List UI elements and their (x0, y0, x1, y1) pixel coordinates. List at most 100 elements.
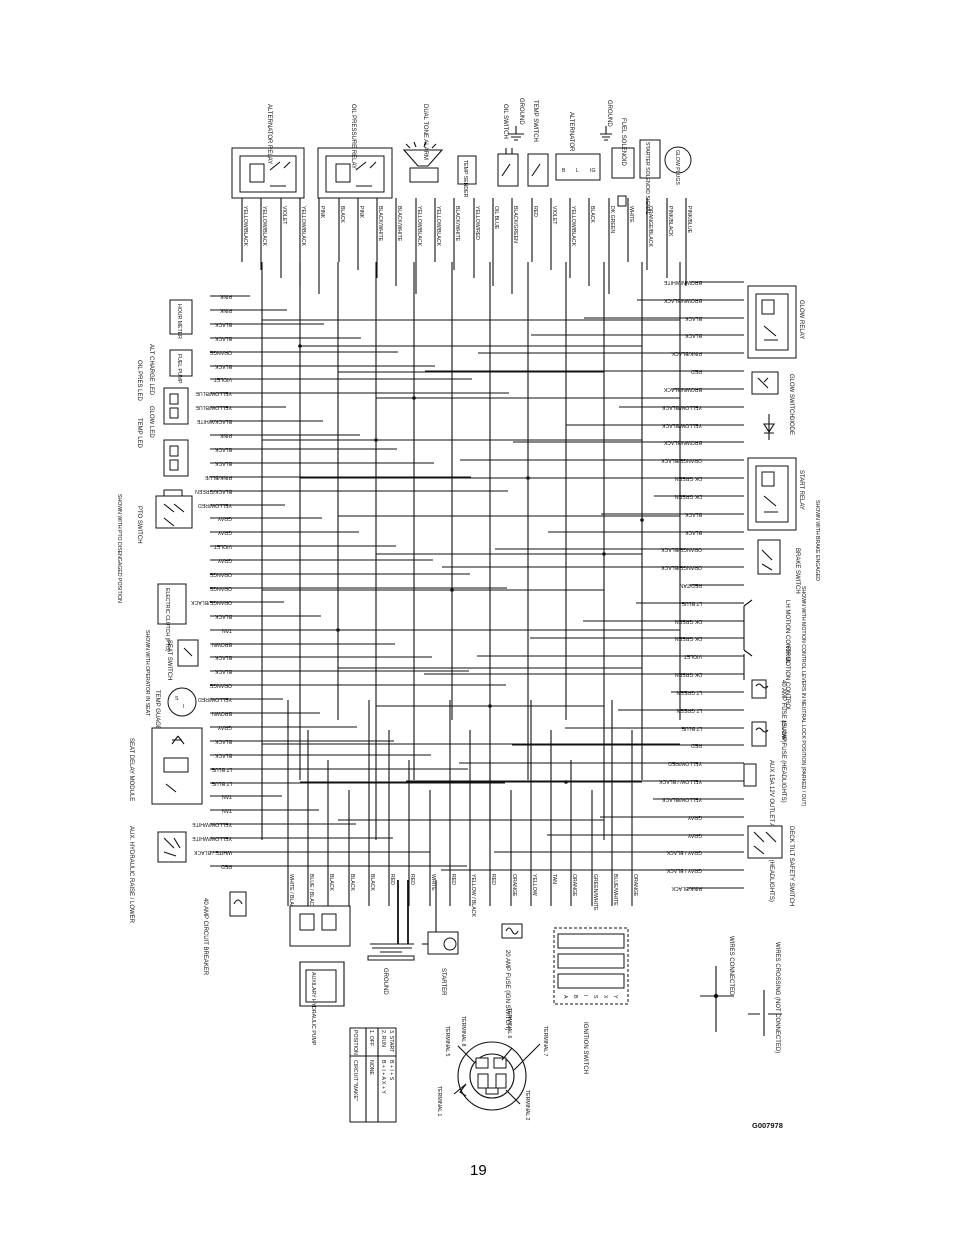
wire-junction (336, 628, 340, 632)
svg-text:IG: IG (590, 168, 595, 174)
wire-label-bottom-17: ORANGE (632, 874, 638, 897)
wire-junction (374, 438, 378, 442)
ground-right-label: GROUND (606, 100, 612, 127)
pto-switch: PTO SWITCH SHOWN WITH PTO DISENGAGED POS… (116, 489, 193, 603)
wire-label-right-16: ORANGE/BLACK (661, 564, 702, 570)
ground-top-label: GROUND (518, 98, 524, 125)
wire-label-top-7: BLACK/WHITE (377, 206, 383, 242)
wire-label-bottom-0: WHITE / BLACK (288, 874, 294, 913)
ignition-terminal-1: B (572, 995, 578, 999)
start-relay: START RELAY SHOWN WITH BRAKE ENGAGED (747, 457, 820, 581)
wire-label-top-17: YELLOW/BLACK (570, 206, 576, 247)
dual-tone-alarm-label: DUAL TONE ALARM (422, 104, 428, 160)
svg-text:I: I (183, 704, 184, 710)
wire-label-right-27: YELLOW/RED (668, 760, 702, 766)
fuel-solenoid: FUEL SOLENOID (611, 118, 635, 207)
wire-label-bottom-6: RED (409, 874, 415, 885)
deck-tilt-label: DECK TILT SAFETY SWITCH (788, 826, 794, 906)
wire-label-left-17: GRAY (217, 529, 232, 535)
ignition-terminal-3: S (592, 995, 598, 999)
diode-label: DIODE (788, 416, 794, 435)
wire-label-left-2: BLACK (214, 321, 232, 327)
ignition-terminal-2: I (582, 995, 588, 996)
wire-label-top-15: RED (532, 206, 538, 217)
wire-label-left-13: PINK/BLUE (204, 474, 232, 480)
wire-junction (526, 476, 530, 480)
wire-label-right-2: BLACK (684, 315, 702, 321)
wire-label-top-8: BLACK/WHITE (396, 206, 402, 242)
wire-label-left-39: YELLOW/WHITE (192, 835, 232, 841)
wire-label-right-7: YELLOW/BLACK (661, 404, 702, 410)
glow-switch: GLOW SWITCH (751, 371, 794, 418)
wire-label-left-10: PINK (219, 432, 232, 438)
starter-solenoid-signal-label: STARTER SOLENOID SIGNAL (644, 142, 650, 215)
led-cluster-lower: GLOW LED TEMP LED (136, 406, 189, 477)
seat-delay-module-label: SEAT DELAY MODULE (128, 738, 134, 801)
table-row-2-position: 2. RUN (380, 1030, 386, 1047)
position-table: POSITION CIRCUIT "MAKE" 1. OFF NONE 2. R… (349, 1027, 397, 1123)
aux-hydraulic-pump: AUXILARY HYDRAULIC PUMP (289, 905, 351, 1046)
starter-solenoid-signal: STARTER SOLENOID SIGNAL (639, 139, 661, 215)
wire-label-left-18: VIOLET (213, 543, 232, 549)
wire-label-left-12: BLACK (214, 460, 232, 466)
dual-tone-alarm: DUAL TONE ALARM (402, 104, 444, 183)
wire-label-bottom-2: BLACK (328, 874, 334, 892)
seat-switch: SEAT SWITCH SHOWN WITH OPERATOR IN SEAT (144, 630, 199, 717)
alternator-relay: ALTERNATOR RELAY (231, 104, 305, 199)
wire-labels: YELLOW/BLACK YELLOW/BLACK VIOLET YELLOW/BLA… (191, 206, 702, 917)
lh-motion-label: LH MOTION CONTROL (784, 600, 790, 665)
wire-label-bottom-3: BLACK (349, 874, 355, 892)
wire-label-right-11: DK GREEN (675, 475, 702, 481)
wire-label-top-11: BLACK/WHITE (454, 206, 460, 242)
wire-label-bottom-9: YELLOW / BLACK (470, 874, 476, 917)
drawing-code: G007978 (752, 1121, 783, 1130)
wire-junction (564, 780, 568, 784)
svg-text:S: S (175, 696, 179, 702)
terminal-7-label: TERMINAL 7 (542, 1026, 548, 1056)
fuse-15-label: 15 AMP FUSE (HEADLIGHTS) (780, 720, 786, 803)
wire-label-left-37: TAN (222, 807, 232, 813)
wires-crossing-label: WIRES CROSSING (NOT CONNECTED) (774, 942, 780, 1053)
wire-label-right-19: DK GREEN (675, 618, 702, 624)
wire-label-left-6: VIOLET (213, 376, 232, 382)
start-relay-label: START RELAY (798, 470, 804, 510)
wire-junction (602, 552, 606, 556)
wire-label-left-9: BLACK/WHITE (196, 418, 232, 424)
wire-label-right-1: BROWN/BLACK (663, 297, 702, 303)
oil-pres-led-label: OIL PRES LED (136, 360, 142, 401)
wire-label-right-26: RED (691, 742, 702, 748)
wire-label-left-16: GRAY (217, 515, 232, 521)
wire-label-right-28: YELLOW / BLACK (659, 778, 702, 784)
wire-label-bottom-16: BLUE/WHITE (612, 874, 618, 906)
ground-top: GROUND (508, 98, 524, 141)
wire-label-left-40: WHITE / BLACK (193, 849, 232, 855)
wire-label-left-28: ORANGE (209, 682, 232, 688)
led-cluster-upper: OIL PRES LED ALT CHARGE LED (136, 344, 189, 425)
wire-label-right-30: GRAY (687, 814, 702, 820)
wire-label-right-9: BROWN/BLACK (663, 439, 702, 445)
ignition-switch-label: IGNITION SWITCH (582, 1022, 588, 1074)
temp-gauge: S I TEMP GUAGE (154, 687, 197, 730)
wire-label-right-12: DK GREEN (675, 493, 702, 499)
wire-label-right-6: BROWN/BLACK (663, 386, 702, 392)
fuse-20-amp: 20 AMP FUSE (IGN SWITCH) (501, 923, 523, 1030)
wire-label-top-9: YELLOW/BLACK (416, 206, 422, 247)
wire-label-right-34: PINK/BLACK (671, 885, 702, 891)
wire-label-left-30: BROWN (212, 710, 232, 716)
wire-label-right-23: LT GREEN (676, 689, 702, 695)
electric-clutch-label: ELECTRIC CLUTCH (PTO) (164, 588, 170, 652)
wire-label-left-8: YELLOW/BLUE (195, 404, 232, 410)
wire-label-top-4: PINK (319, 206, 325, 219)
wire-label-left-1: PINK (219, 307, 232, 313)
wire-label-right-3: BLACK (684, 332, 702, 338)
table-header-position: POSITION (352, 1030, 358, 1055)
wire-label-left-24: TAN (222, 627, 232, 633)
seat-note: SHOWN WITH OPERATOR IN SEAT (144, 630, 150, 717)
wire-label-left-19: GRAY (217, 557, 232, 563)
table-header-circuit: CIRCUIT "MAKE" (352, 1060, 358, 1101)
wire-label-top-19: DK GREEN (609, 206, 615, 233)
wire-label-left-27: BLACK (214, 668, 232, 674)
wire-junction (450, 588, 454, 592)
wire-label-left-4: ORANGE (209, 349, 232, 355)
wire-label-right-18: LT BLUE (681, 600, 702, 606)
